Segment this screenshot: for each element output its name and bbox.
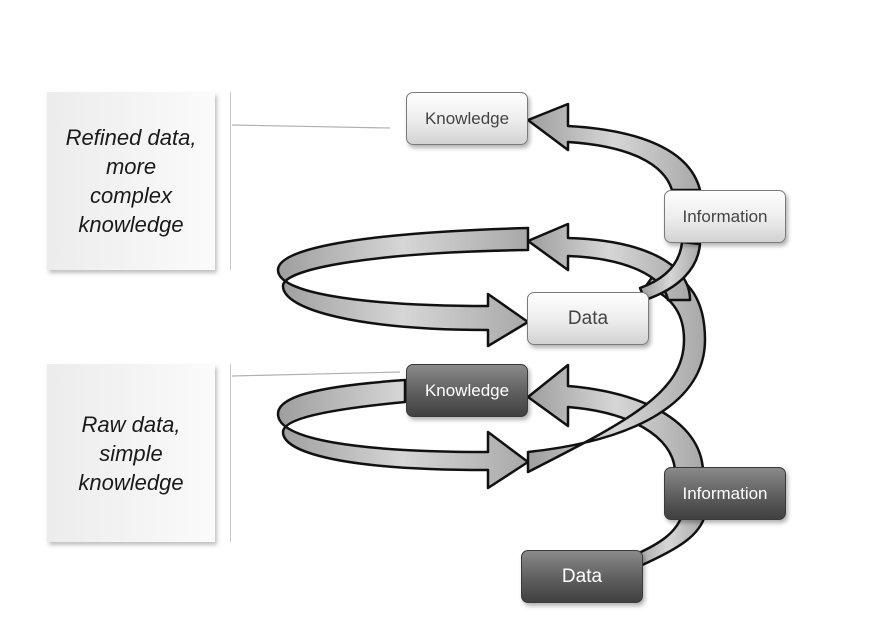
connector-line-upper — [231, 124, 391, 129]
node-knowledge-middle-label: Knowledge — [424, 380, 510, 400]
panel-raw-data-text: Raw data, simple knowledge — [78, 411, 184, 495]
node-information-top: Information — [664, 190, 786, 243]
arrow-lower-information-to-knowledge — [526, 363, 705, 472]
panel-refined-data: Refined data, more complex knowledge — [47, 92, 215, 270]
panel-lower-divider — [230, 364, 231, 542]
node-knowledge-top-label: Knowledge — [424, 108, 510, 128]
node-data-bottom: Data — [521, 550, 643, 603]
node-information-bottom: Information — [664, 467, 786, 520]
node-data-bottom-label: Data — [561, 565, 603, 587]
node-data-middle: Data — [527, 292, 649, 345]
node-knowledge-top: Knowledge — [406, 92, 528, 145]
node-knowledge-middle: Knowledge — [406, 364, 528, 417]
node-data-middle-label: Data — [567, 307, 609, 329]
node-information-bottom-label: Information — [682, 483, 768, 503]
panel-raw-data: Raw data, simple knowledge — [47, 364, 215, 542]
connector-line-lower — [231, 371, 401, 377]
panel-refined-data-text: Refined data, more complex knowledge — [65, 125, 197, 237]
arrow-top-information-to-knowledge — [526, 102, 702, 192]
arrow-upper-loop — [276, 226, 530, 348]
arrow-middle-data-to-information — [638, 240, 702, 302]
panel-upper-divider — [230, 92, 231, 270]
node-information-top-label: Information — [682, 206, 768, 226]
